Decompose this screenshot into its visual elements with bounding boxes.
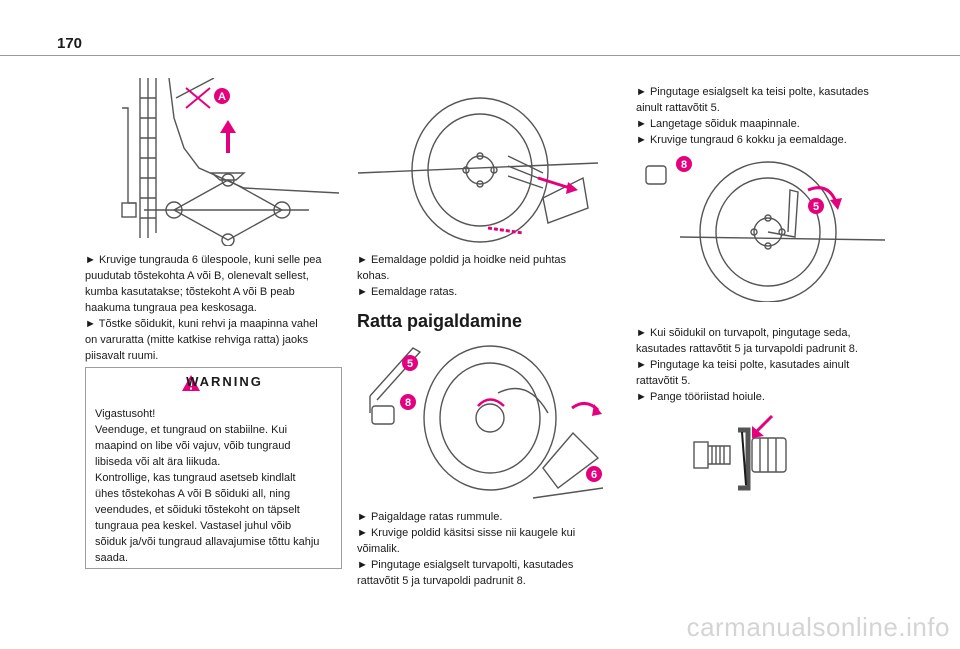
warning-line: sõiduk ja/või tungraud allavajumise tõtt…: [95, 536, 320, 548]
col2-line: ► Kruvige poldid käsitsi sisse nii kauge…: [357, 527, 576, 539]
col3-bottom-text: ► Kui sõidukil on turvapolt, pingutage s…: [636, 325, 898, 405]
col3-line: ► Kruvige tungraud 6 kokku ja eemaldage.: [636, 134, 847, 146]
watermark: carmanualsonline.info: [686, 612, 950, 642]
col2-line: rattavõtit 5 ja turvapoldi padrunit 8.: [357, 575, 526, 587]
fig-label-8: 8: [681, 159, 687, 171]
warning-title: WARNING: [186, 374, 263, 389]
col2-top-text: ► Eemaldage poldid ja hoidke neid puhtas…: [357, 252, 619, 300]
col2-bottom-text: ► Paigaldage ratas rummule. ► Kruvige po…: [357, 509, 619, 589]
warning-box: WARNING Vigastusoht! Veenduge, et tungra…: [85, 367, 342, 569]
col3-line: kasutades rattavõtit 5 ja turvapoldi pad…: [636, 343, 858, 355]
warning-line: libiseda või alt ära liikuda.: [95, 456, 221, 468]
col3-line: ► Pingutage esialgselt ka teisi polte, k…: [636, 86, 869, 98]
warning-line: saada.: [95, 552, 129, 564]
col1-line: puudutab tõstekohta A või B, olenevalt s…: [85, 270, 309, 282]
col2-line: ► Eemaldage poldid ja hoidke neid puhtas: [357, 254, 567, 266]
warning-line: Vigastusoht!: [95, 408, 156, 420]
col1-line: ► Tõstke sõidukit, kuni rehvi ja maapinn…: [85, 318, 318, 330]
col2-line: kohas.: [357, 270, 390, 282]
fig-label-6: 6: [591, 469, 597, 481]
jack-figure: A: [121, 78, 339, 246]
warning-line: maapind on libe või vajuv, võib tungraud: [95, 440, 291, 452]
fit-wheel-figure: 5 8 6: [369, 345, 604, 499]
fig-label-a: A: [218, 91, 226, 103]
warning-line: Veenduge, et tungraud on stabiilne. Kui: [95, 424, 288, 436]
warning-icon: [182, 375, 200, 391]
bolt-detail-figure: [693, 414, 787, 491]
fig-label-5: 5: [407, 358, 413, 370]
col2-line: võimalik.: [357, 543, 400, 555]
tighten-figure: 8 5: [645, 156, 886, 302]
warning-line: ühes tõstekohas A või B sõiduki all, nin…: [95, 488, 291, 500]
warning-line: tungraua pea keskel. Vastasel juhul võib: [95, 520, 292, 532]
warning-text: Vigastusoht! Veenduge, et tungraud on st…: [95, 406, 335, 566]
col3-line: ► Langetage sõiduk maapinnale.: [636, 118, 800, 130]
col3-line: ainult rattavõtit 5.: [636, 102, 720, 114]
col1-line: piisavalt ruumi.: [85, 350, 159, 362]
fig-label-8: 8: [405, 397, 411, 409]
col3-top-text: ► Pingutage esialgselt ka teisi polte, k…: [636, 84, 898, 148]
warning-line: Kontrollige, kas tungraud asetseb kindla…: [95, 472, 296, 484]
page-number: 170: [57, 35, 83, 52]
warning-line: veendudes, et sõiduki tõstekoht on täpse…: [95, 504, 300, 516]
col3-line: ► Pange tööriistad hoiule.: [636, 391, 765, 403]
header-rule: [0, 55, 960, 56]
col1-line: ► Kruvige tungrauda 6 ülespoole, kuni se…: [85, 254, 322, 266]
col2-line: ► Eemaldage ratas.: [357, 286, 458, 298]
section-title: Ratta paigaldamine: [357, 311, 523, 331]
col2-line: ► Pingutage esialgselt turvapolti, kasut…: [357, 559, 574, 571]
col3-line: rattavõtit 5.: [636, 375, 691, 387]
col1-line: kumba kasutatakse; tõstekoht A või B pea…: [85, 286, 295, 298]
col1-text: ► Kruvige tungrauda 6 ülespoole, kuni se…: [85, 252, 347, 364]
col1-line: haakuma tungraua pea keskosaga.: [85, 302, 257, 314]
col3-line: ► Pingutage ka teisi polte, kasutades ai…: [636, 359, 850, 371]
col2-line: ► Paigaldage ratas rummule.: [357, 511, 503, 523]
remove-bolts-figure: [358, 97, 599, 243]
col3-line: ► Kui sõidukil on turvapolt, pingutage s…: [636, 327, 851, 339]
col1-line: on varuratta (mitte katkise rehviga ratt…: [85, 334, 309, 346]
fig-label-5: 5: [813, 201, 819, 213]
